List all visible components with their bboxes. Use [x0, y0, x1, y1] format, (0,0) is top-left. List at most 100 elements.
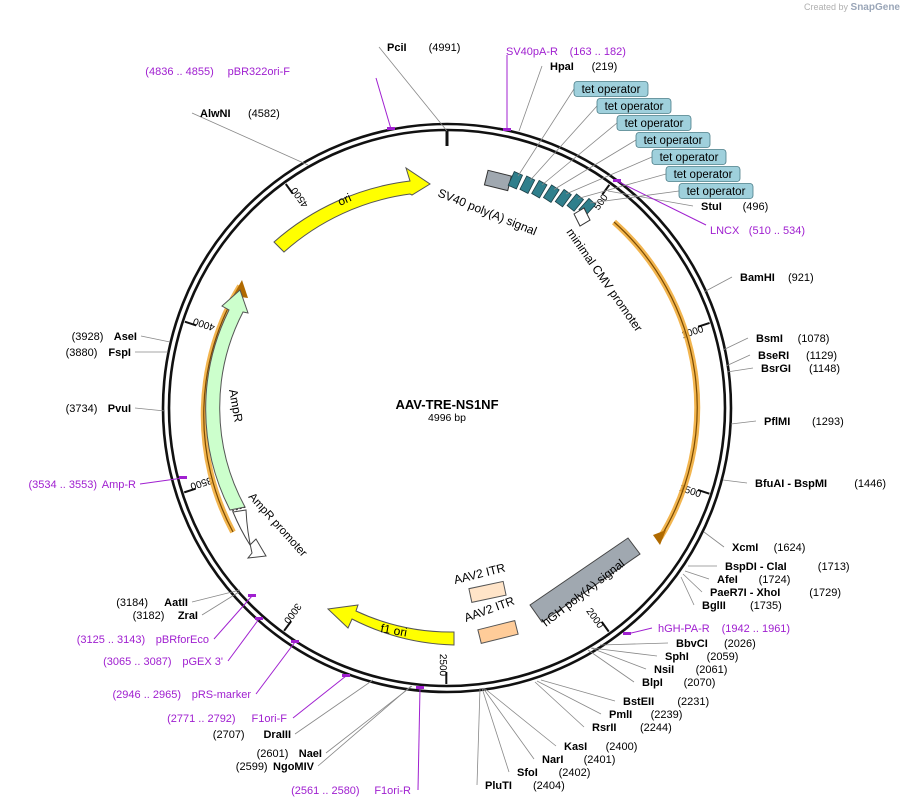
ampr-promoter-arrow [232, 509, 267, 559]
site-position: (4582) [248, 108, 280, 120]
site-name: PciI [387, 42, 407, 54]
site-position: (496) [743, 201, 769, 213]
site-name: NarI [542, 754, 563, 766]
ampr-label: AmpR [226, 388, 246, 424]
tick-line [183, 487, 196, 494]
site-labels: PciI(4991)HpaI(219)StuI(496)AlwNI(4582)B… [29, 42, 886, 797]
tet-operator-box [665, 166, 741, 182]
operator-leader [517, 88, 575, 177]
tick-label: 3000 [281, 601, 303, 626]
site-leaders [134, 46, 757, 791]
site-name: PvuI [108, 403, 131, 415]
itr1-block [468, 580, 507, 603]
site-leader [703, 531, 725, 548]
site-leader [591, 647, 658, 657]
site-position: (2707) [213, 729, 245, 741]
tet-operator-label: tet operator [625, 118, 684, 130]
tick-line [600, 621, 610, 633]
site-name: NgoMIV [273, 761, 315, 773]
site-name: NaeI [299, 748, 322, 760]
site-position: (1293) [812, 416, 844, 428]
min-cmv-arc-core [613, 221, 698, 539]
site-leader [191, 589, 241, 603]
site-position: (2070) [684, 677, 716, 689]
site-position: (1735) [750, 600, 782, 612]
primer-mark [255, 617, 263, 620]
site-name: BamHI [740, 272, 775, 284]
tet-operator-label: tet operator [687, 186, 746, 198]
site-leader [191, 112, 309, 166]
site-position: (2026) [724, 638, 756, 650]
site-position: (2601) [257, 748, 289, 760]
f1-ori-label: f1 ori [379, 621, 408, 639]
tick-label: 4500 [289, 184, 311, 209]
tet-operator-label: tet operator [660, 152, 719, 164]
site-leader [476, 687, 481, 786]
primer-name: SV40pA-R [506, 46, 558, 58]
site-leader [481, 687, 510, 773]
primer-leader [626, 627, 653, 635]
site-position: (2404) [533, 780, 565, 792]
primer-name: pBRforEco [156, 634, 209, 646]
tick-line [697, 322, 710, 328]
credit-prefix: Created by [803, 2, 849, 12]
operator-block [531, 179, 548, 199]
site-name: HpaI [550, 61, 574, 73]
min-cmv-arrowhead [653, 530, 666, 545]
plasmid-name: AAV-TRE-NS1NF [395, 397, 498, 412]
primer-range: (2771 .. 2792) [167, 713, 236, 725]
site-name: BstEII [623, 696, 654, 708]
site-position: (1624) [774, 542, 806, 554]
tick-label: 2500 [437, 654, 448, 677]
site-leader [587, 649, 635, 683]
snapgene-credit: Created by SnapGene [804, 2, 900, 13]
primer-name: F1ori-F [252, 713, 288, 725]
site-position: (2401) [584, 754, 616, 766]
site-name: PluTI [485, 780, 512, 792]
site-leader [536, 680, 602, 715]
tet-operator-label: tet operator [644, 135, 703, 147]
site-position: (2400) [606, 741, 638, 753]
tet-operator-box [596, 98, 672, 114]
operator-leader [589, 190, 680, 204]
ampr-dotted [231, 506, 247, 512]
site-name: AatII [164, 597, 188, 609]
site-name: PaeR7I - XhoI [710, 587, 780, 599]
site-name: AseI [114, 331, 137, 343]
site-position: (921) [788, 272, 814, 284]
site-name: ZraI [178, 610, 198, 622]
site-leader [680, 576, 695, 606]
site-leader [590, 647, 647, 670]
site-position: (2244) [640, 722, 672, 734]
site-leader [317, 685, 412, 767]
primer-name: F1ori-R [374, 785, 411, 797]
site-position: (2231) [677, 696, 709, 708]
tick-line [284, 183, 294, 195]
site-name: XcmI [732, 542, 758, 554]
site-leader [483, 687, 557, 747]
primer-range: (163 .. 182) [570, 46, 626, 58]
site-leader [599, 642, 669, 646]
primer-range: (1942 .. 1961) [722, 623, 791, 635]
primer-mark [291, 640, 299, 643]
site-leader [540, 679, 616, 702]
primer-range: (2561 .. 2580) [291, 785, 360, 797]
operator-leader [553, 139, 637, 190]
operator-leader [577, 173, 667, 199]
site-position: (2239) [651, 709, 683, 721]
primer-mark [613, 179, 621, 182]
tet-operator-label: tet operator [582, 84, 641, 96]
primer-mark [503, 128, 511, 131]
site-name: BsmI [756, 333, 783, 345]
itr2-block [477, 620, 519, 644]
operator-leader [565, 156, 653, 195]
tet-operator-box [651, 149, 727, 165]
sv40-min-arrow [573, 207, 591, 227]
primer-leader [213, 595, 253, 640]
primer-mark [387, 127, 395, 130]
tick-label: 4000 [191, 315, 216, 333]
site-leader [684, 570, 710, 580]
site-leader [682, 573, 703, 593]
site-name: DraIII [263, 729, 291, 741]
